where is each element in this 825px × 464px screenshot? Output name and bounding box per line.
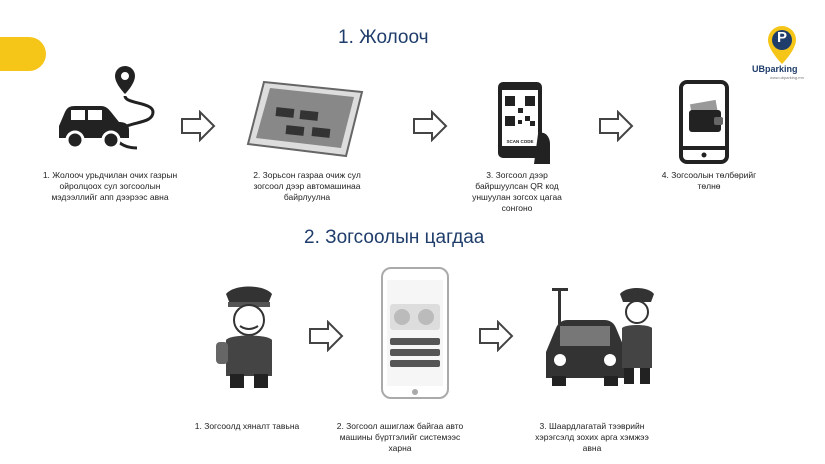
step-caption: 4. Зогсоолын төлбөрийг төлнө [661, 170, 757, 191]
step-caption: 2. Зорьсон газраа очиж сул зогсоол дээр … [253, 170, 361, 202]
logo-tagline: www.ubparking.mn [770, 75, 804, 80]
arrow-right-icon [412, 110, 448, 142]
police-officer-icon [214, 280, 284, 390]
step-caption: 2. Зогсоол ашиглаж байгаа авто машины бү… [336, 421, 464, 453]
arrow-right-icon [180, 110, 216, 142]
logo-text: UBparking [752, 64, 798, 74]
arrow-right-icon [308, 320, 344, 352]
logo-letter: P [776, 29, 787, 46]
wallet-phone-icon [678, 80, 734, 166]
parking-lot-tablet-icon [246, 78, 366, 160]
step-caption: 3. Зогсоол дээр байршуулсан QR код уншуу… [472, 170, 562, 213]
car-location-icon [55, 64, 165, 156]
qr-phone-icon [494, 80, 554, 166]
step-caption: 1. Жолооч урьдчилан очих газрын ойролцоо… [42, 170, 178, 202]
arrow-right-icon [598, 110, 634, 142]
ubparking-logo: P [762, 24, 802, 66]
step-caption: 3. Шаардлагатай тээврийн хэрэгсэлд зохих… [535, 421, 649, 453]
step-caption: 1. Зогсоолд хяналт тавьна [194, 421, 300, 431]
qr-scan-label: SCAN CODE [506, 139, 534, 144]
yellow-accent-tab [0, 37, 46, 71]
police-car-icon [540, 282, 660, 392]
registration-phone-icon [380, 266, 452, 400]
section-title-driver: 1. Жолооч [338, 27, 429, 48]
arrow-right-icon [478, 320, 514, 352]
section-title-parking-police: 2. Зогсоолын цагдаа [304, 227, 485, 248]
